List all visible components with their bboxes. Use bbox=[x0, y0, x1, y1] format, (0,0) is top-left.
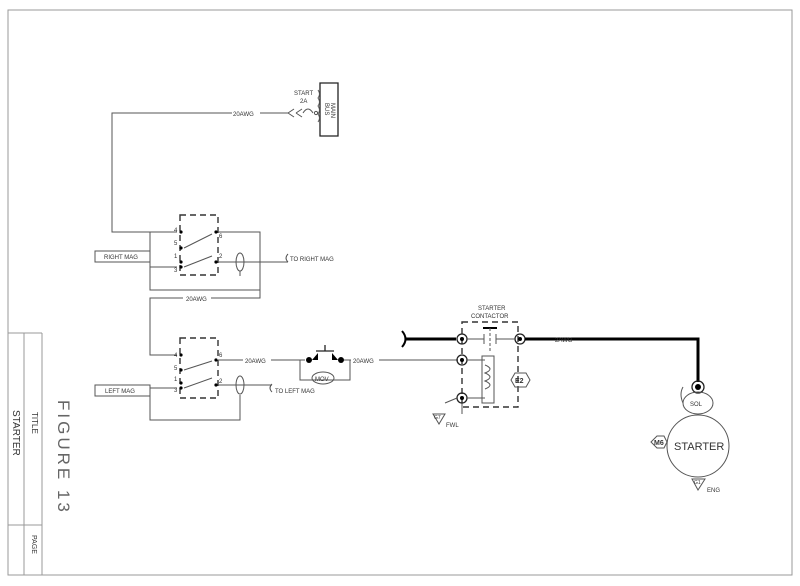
left-mag-pin-1: 1 bbox=[174, 377, 178, 383]
right-mag-switch: 4 5 1 3 6 2 TO RIGHT MAG RIGHT MAG bbox=[94, 214, 334, 291]
bus-feed-wire: 20AWG bbox=[111, 109, 288, 233]
starter-ground-label: ENG bbox=[707, 488, 720, 494]
contactor-ref-tag: E2 bbox=[515, 378, 524, 385]
right-mag-pin-1: 1 bbox=[174, 254, 178, 260]
right-mag-pin-4: 4 bbox=[174, 228, 178, 234]
left-mag-tag: LEFT MAG bbox=[105, 389, 135, 395]
right-mag-pin-5: 5 bbox=[174, 241, 178, 247]
jumper-wire: 20AWG bbox=[149, 290, 261, 356]
left-mag-pin-6: 6 bbox=[219, 353, 223, 359]
left-mag-pin-3: 3 bbox=[174, 388, 178, 394]
right-mag-pin-6: 6 bbox=[219, 234, 223, 240]
jumper-wire-label: 20AWG bbox=[186, 297, 207, 303]
main-bus: MAIN BUS bbox=[317, 82, 339, 137]
start-breaker-rating: 2A bbox=[300, 99, 307, 105]
starter-cable: 2AWG bbox=[525, 337, 700, 382]
sheet-border bbox=[7, 9, 793, 576]
starter-ref-tag: M6 bbox=[654, 440, 664, 447]
contactor-to-starter-wire-label: 2AWG bbox=[555, 338, 573, 344]
main-bus-label-2: BUS bbox=[323, 103, 329, 115]
left-mag-pin-2: 2 bbox=[219, 379, 223, 385]
start-breaker-label: START bbox=[294, 91, 313, 97]
right-mag-tag: RIGHT MAG bbox=[104, 255, 138, 261]
starter-contactor: STARTER CONTACTOR G7 FWL E2 bbox=[401, 306, 531, 429]
page-caption: PAGE bbox=[30, 535, 37, 554]
right-mag-pin-3: 3 bbox=[174, 268, 178, 274]
figure-label: FIGURE 13 bbox=[54, 400, 73, 515]
starter-motor-label: STARTER bbox=[674, 441, 724, 453]
starter-motor: SOL STARTER M6 G1 ENG bbox=[650, 380, 730, 494]
left-mag-to-mov-wire-label: 20AWG bbox=[245, 359, 266, 365]
left-mag-destination: TO LEFT MAG bbox=[275, 389, 315, 395]
contactor-label: STARTER bbox=[478, 306, 506, 312]
start-pushbutton: 20AWG MOV bbox=[218, 345, 351, 385]
starter-ground-tag: G1 bbox=[694, 480, 701, 486]
contactor-ground-label: FWL bbox=[446, 423, 459, 429]
left-mag-pin-5: 5 bbox=[174, 366, 178, 372]
start-breaker: START 2A bbox=[287, 91, 319, 118]
title-caption: TITLE bbox=[30, 412, 39, 434]
right-mag-destination: TO RIGHT MAG bbox=[290, 257, 334, 263]
mov-to-contactor-wire: 20AWG bbox=[344, 356, 458, 365]
mov-to-contactor-wire-label: 20AWG bbox=[353, 359, 374, 365]
contactor-ground-tag: G7 bbox=[434, 415, 441, 421]
bus-wire-label: 20AWG bbox=[233, 112, 254, 118]
title-block: FIGURE 13 TITLE STARTER PAGE bbox=[8, 332, 73, 575]
right-mag-pin-2: 2 bbox=[219, 254, 223, 260]
left-mag-pin-4: 4 bbox=[174, 353, 178, 359]
contactor-label-2: CONTACTOR bbox=[471, 314, 509, 320]
mov-label: MOV bbox=[315, 377, 329, 383]
left-mag-switch: 4 5 1 3 6 2 TO LEFT MAG LEFT MAG bbox=[94, 337, 315, 421]
main-bus-label: MAIN bbox=[329, 103, 335, 118]
solenoid-label: SOL bbox=[690, 402, 703, 408]
title-value: STARTER bbox=[10, 410, 21, 456]
